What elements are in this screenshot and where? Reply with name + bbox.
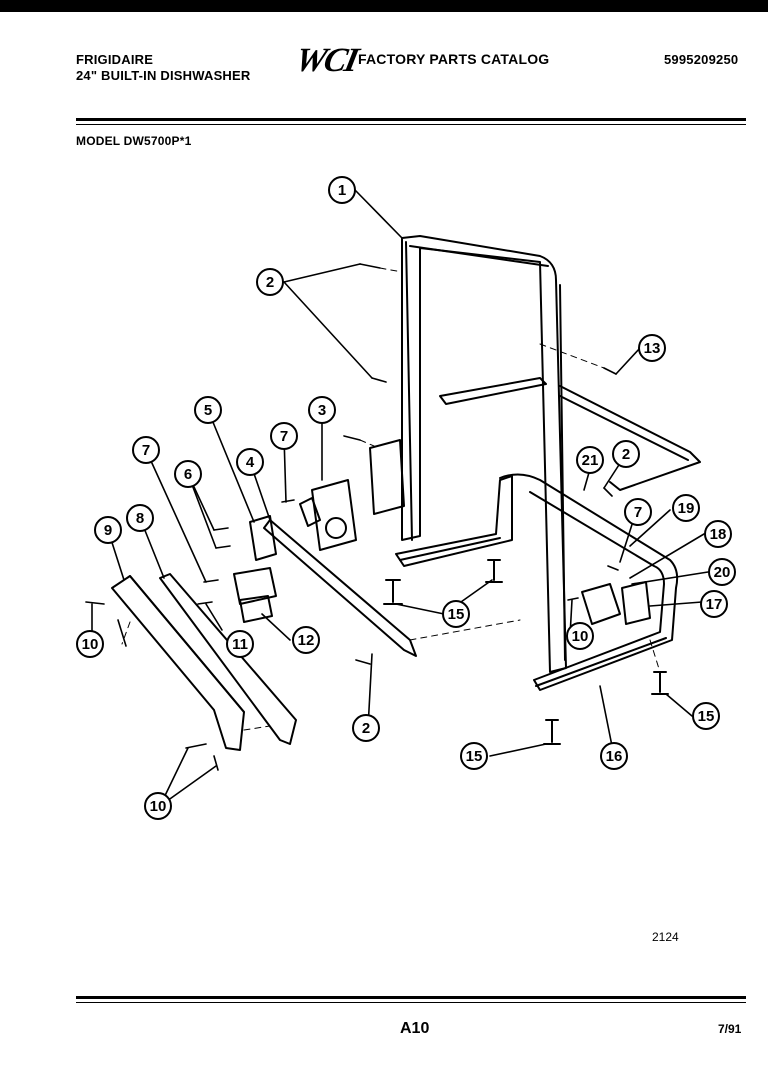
callout-circle-11 [226, 630, 254, 658]
callout-circle-15 [442, 600, 470, 628]
callout-label-10: 10 [572, 628, 589, 645]
callout-circle-5 [194, 396, 222, 424]
model-label: MODEL DW5700P*1 [76, 134, 192, 148]
callout-label-20: 20 [714, 564, 731, 581]
inlet-valve [299, 439, 405, 551]
callout-circle-4 [236, 448, 264, 476]
callout-label-10: 10 [82, 636, 99, 653]
leader-lines [91, 189, 709, 807]
callout-circle-10 [76, 630, 104, 658]
callout-circle-2 [612, 440, 640, 468]
callout-label-5: 5 [204, 402, 212, 419]
callout-circle-3 [308, 396, 336, 424]
figure-number: 2124 [652, 930, 679, 944]
product-name: 24" BUILT-IN DISHWASHER [76, 68, 251, 83]
callout-label-7: 7 [634, 504, 642, 521]
toe-panel-strip [159, 573, 297, 745]
callout-label-21: 21 [582, 452, 599, 469]
revision-date: 7/91 [718, 1022, 742, 1036]
callout-label-8: 8 [136, 510, 144, 527]
callout-circle-19 [672, 494, 700, 522]
callout-circle-7 [132, 436, 160, 464]
callout-label-15: 15 [466, 748, 483, 765]
top-border [0, 0, 768, 12]
callout-label-3: 3 [318, 402, 326, 419]
callout-circle-21 [576, 446, 604, 474]
callout-label-4: 4 [246, 454, 255, 471]
callout-circle-18 [704, 520, 732, 548]
callout-label-18: 18 [710, 526, 727, 543]
callout-circle-10 [566, 622, 594, 650]
callout-label-2: 2 [622, 446, 630, 463]
alignment-lines [121, 267, 661, 731]
callout-label-7: 7 [280, 428, 288, 445]
brand-name: FRIGIDAIRE [76, 52, 154, 67]
callout-label-17: 17 [706, 596, 723, 613]
callout-circle-8 [126, 504, 154, 532]
callout-circle-12 [292, 626, 320, 654]
callout-label-1: 1 [338, 182, 346, 199]
footer-rule [76, 996, 746, 999]
hinge-bracket [581, 581, 651, 625]
screws [85, 263, 619, 771]
callout-circle-6 [174, 460, 202, 488]
callout-circle-15 [692, 702, 720, 730]
callout-label-15: 15 [448, 606, 465, 623]
header-rule-thin [76, 124, 746, 125]
callout-label-12: 12 [298, 632, 315, 649]
base-rail-right [499, 473, 679, 691]
callout-circle-20 [708, 558, 736, 586]
callout-circle-16 [600, 742, 628, 770]
callout-circle-2 [256, 268, 284, 296]
mounting-bracket [263, 519, 417, 657]
callout-circle-10 [144, 792, 172, 820]
footer-rule-thin [76, 1002, 746, 1003]
callout-label-15: 15 [698, 708, 715, 725]
callout-label-2: 2 [362, 720, 370, 737]
callout-circle-7 [624, 498, 652, 526]
page-number: A10 [400, 1020, 430, 1037]
callout-circle-2 [352, 714, 380, 742]
door-switch [249, 515, 277, 561]
kickplate [111, 575, 245, 751]
header-rule [76, 118, 746, 121]
cross-rail [439, 377, 701, 491]
base-rail-left [395, 475, 513, 567]
terminal-block [233, 567, 277, 623]
callout-circle-15 [460, 742, 488, 770]
callout-circle-17 [700, 590, 728, 618]
callout-label-11: 11 [232, 636, 248, 653]
catalog-title: FACTORY PARTS CATALOG [358, 51, 550, 67]
callout-label-6: 6 [184, 466, 192, 483]
callout-label-13: 13 [644, 340, 661, 357]
catalog-number: 5995209250 [664, 52, 739, 67]
callout-label-7: 7 [142, 442, 150, 459]
callout-circle-1 [328, 176, 356, 204]
tub-frame [401, 235, 567, 673]
callout-circle-13 [638, 334, 666, 362]
callout-circle-9 [94, 516, 122, 544]
callout-label-10: 10 [150, 798, 167, 815]
callout-label-16: 16 [606, 748, 623, 765]
callout-label-2: 2 [266, 274, 274, 291]
callout-label-9: 9 [104, 522, 112, 539]
callout-label-19: 19 [678, 500, 695, 517]
callout-circle-7 [270, 422, 298, 450]
